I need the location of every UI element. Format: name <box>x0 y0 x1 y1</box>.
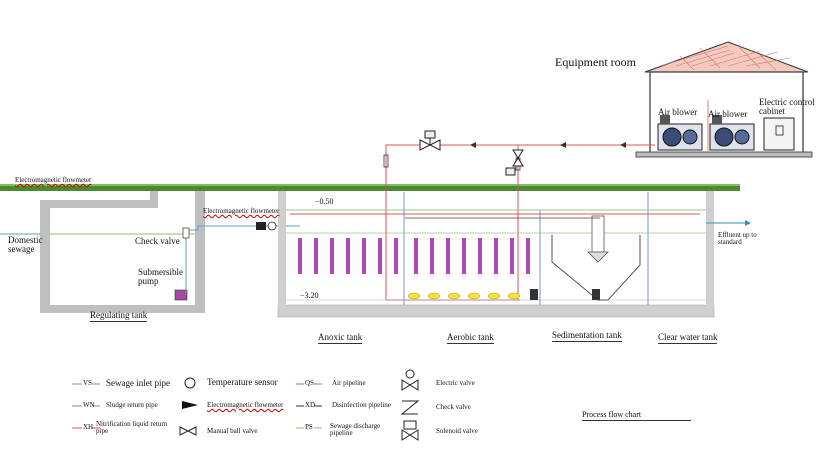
treatment-tanks <box>277 191 715 318</box>
process-flow-chart-title: Process flow chart <box>582 410 692 422</box>
sedimentation-hopper <box>551 215 641 301</box>
air-blower-1-label: Air blower <box>658 107 698 117</box>
equipment-room-label: Equipment room <box>555 55 636 69</box>
submersible-pump-label: Submersible pump <box>138 267 183 287</box>
flowmeter-label-pipe: Electromagnetic flowmeter <box>203 207 280 215</box>
electromagnetic-flowmeter-symbol <box>256 222 266 230</box>
legend-air-pipeline: Air pipeline <box>332 379 366 387</box>
electric-valve-2 <box>505 149 524 176</box>
legend-sludge-return-pipe: Sludge return pipe <box>106 401 158 409</box>
electric-valve-1 <box>419 130 441 151</box>
legend-electric-valve: Electric valve <box>436 379 475 387</box>
sedimentation-tank-label: Sedimentation tank <box>552 330 622 343</box>
air-blower-2 <box>709 115 755 151</box>
electric-control-cabinet-label: Electric control cabinet <box>759 97 815 117</box>
legend-sewage-inlet-pipe: Sewage inlet pipe <box>106 378 170 388</box>
level-minus-050: −0.50 <box>315 197 334 206</box>
ground-surface <box>0 186 740 191</box>
air-blower-2-label: Air blower <box>708 109 748 119</box>
legend-manual-ball-valve: Manual ball valve <box>207 427 258 435</box>
clear-water-tank-label: Clear water tank <box>658 332 718 345</box>
regulating-tank-label: Regulating tank <box>90 310 148 323</box>
air-blower-1 <box>657 115 703 151</box>
aeration-discs <box>407 292 521 300</box>
air-pipeline <box>385 144 655 301</box>
submersible-pump <box>174 289 188 301</box>
check-valve-label: Check valve <box>135 236 180 246</box>
legend-electromagnetic-flowmeter: Electromagnetic flowmeter <box>207 401 284 409</box>
sludge-pump <box>530 289 538 300</box>
legend-nitrification-return-pipe: Nitrification liquid return pipe <box>96 420 168 436</box>
legend-check-valve: Check valve <box>436 403 471 411</box>
aerobic-fillers <box>414 238 530 274</box>
flowmeter-label-top: Electromagnetic flowmeter <box>15 176 92 184</box>
electric-control-cabinet <box>763 117 795 151</box>
legend-temperature-sensor: Temperature sensor <box>207 377 278 387</box>
anoxic-mixers <box>298 238 398 274</box>
legend-sewage-discharge-pipeline: Sewage discharge pipeline <box>330 422 381 438</box>
aerobic-tank-label: Aerobic tank <box>447 332 494 345</box>
level-minus-320: −3.20 <box>300 291 319 300</box>
legend-disinfection-pipeline: Disinfection pipeline <box>332 401 391 409</box>
effluent-label: Effluent up to standard <box>718 231 757 247</box>
domestic-sewage-label: Domestic sewage <box>8 235 43 255</box>
check-valve <box>182 227 190 239</box>
regulating-tank <box>40 191 205 313</box>
sewage-inlet-pipe <box>185 225 300 295</box>
legend-symbols <box>72 369 420 441</box>
anoxic-tank-label: Anoxic tank <box>318 332 363 345</box>
legend-solenoid-valve: Solenoid valve <box>436 427 478 435</box>
